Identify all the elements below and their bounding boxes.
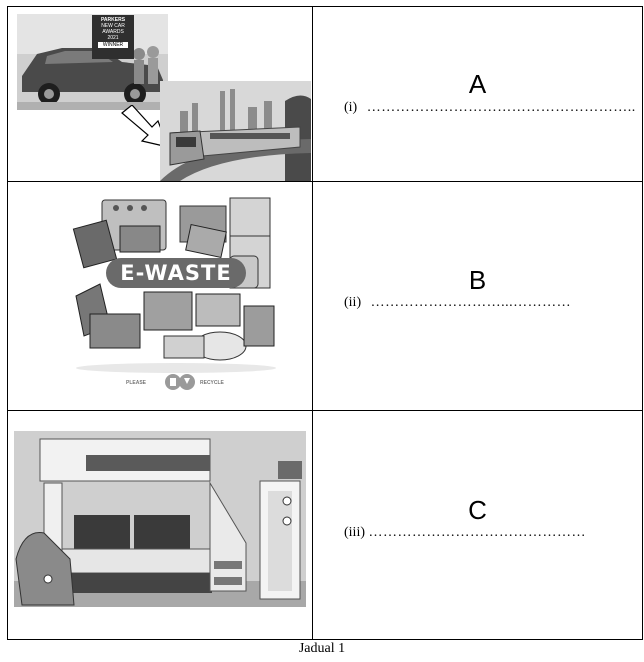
letter-label: C bbox=[468, 494, 487, 525]
award-badge: PARKERS NEW CAR AWARDS 2021 WINNER bbox=[92, 15, 134, 59]
badge-line: 2021 bbox=[107, 35, 119, 41]
e-waste-banner: E-WASTE bbox=[120, 261, 232, 286]
train-icon bbox=[160, 81, 311, 181]
badge-line: AWARDS bbox=[102, 29, 124, 35]
answer-dots: ………………………...………… bbox=[370, 295, 572, 311]
table-row: C (iii) ……………………………………… bbox=[7, 409, 643, 641]
badge-line: PARKERS bbox=[100, 17, 126, 23]
answer-line[interactable]: (iii) ……………………………………… bbox=[344, 525, 586, 541]
badge-line: NEW CAR bbox=[101, 23, 125, 29]
footer-right-text: RECYCLE bbox=[200, 380, 224, 387]
badge-line: WINNER bbox=[98, 42, 128, 48]
letter-label: B bbox=[468, 265, 487, 296]
answer-cell-b: B (ii) ………………………...………… bbox=[312, 181, 643, 411]
e-waste-pile-icon bbox=[72, 197, 276, 374]
recycle-icon bbox=[165, 374, 195, 391]
question-table: PARKERS NEW CAR AWARDS 2021 WINNER bbox=[7, 5, 643, 641]
image-cell-c bbox=[7, 409, 313, 641]
answer-line[interactable]: (ii) ………………………...………… bbox=[344, 295, 571, 311]
footer-left-text: PLEASE bbox=[126, 380, 147, 387]
table-row: E-WASTE PLEASE RECYCLE B (ii) ……………………….… bbox=[7, 181, 643, 411]
armchair-icon bbox=[15, 531, 75, 606]
image-cell-b: E-WASTE PLEASE RECYCLE bbox=[7, 181, 313, 411]
answer-line[interactable]: (i) ……………………………………………….. bbox=[344, 100, 636, 116]
image-cell-a: PARKERS NEW CAR AWARDS 2021 WINNER bbox=[7, 5, 313, 183]
letter-label: A bbox=[468, 69, 487, 99]
city-skyline-icon bbox=[180, 89, 272, 136]
answer-number: (iii) bbox=[344, 524, 365, 540]
answer-number: (ii) bbox=[344, 295, 362, 311]
table-caption: Jadual 1 bbox=[298, 641, 346, 656]
mirror-icon bbox=[282, 496, 292, 526]
recycle-footer: PLEASE RECYCLE bbox=[114, 374, 244, 391]
answer-number: (i) bbox=[344, 100, 358, 115]
answer-dots: ……………………………………………….. bbox=[366, 100, 636, 115]
answer-cell-a: A (i) ……………………………………………….. bbox=[312, 5, 643, 183]
answer-cell-c: C (iii) ……………………………………… bbox=[312, 409, 643, 641]
answer-dots: ……………………………………… bbox=[368, 524, 586, 540]
table-row: PARKERS NEW CAR AWARDS 2021 WINNER bbox=[7, 5, 643, 183]
